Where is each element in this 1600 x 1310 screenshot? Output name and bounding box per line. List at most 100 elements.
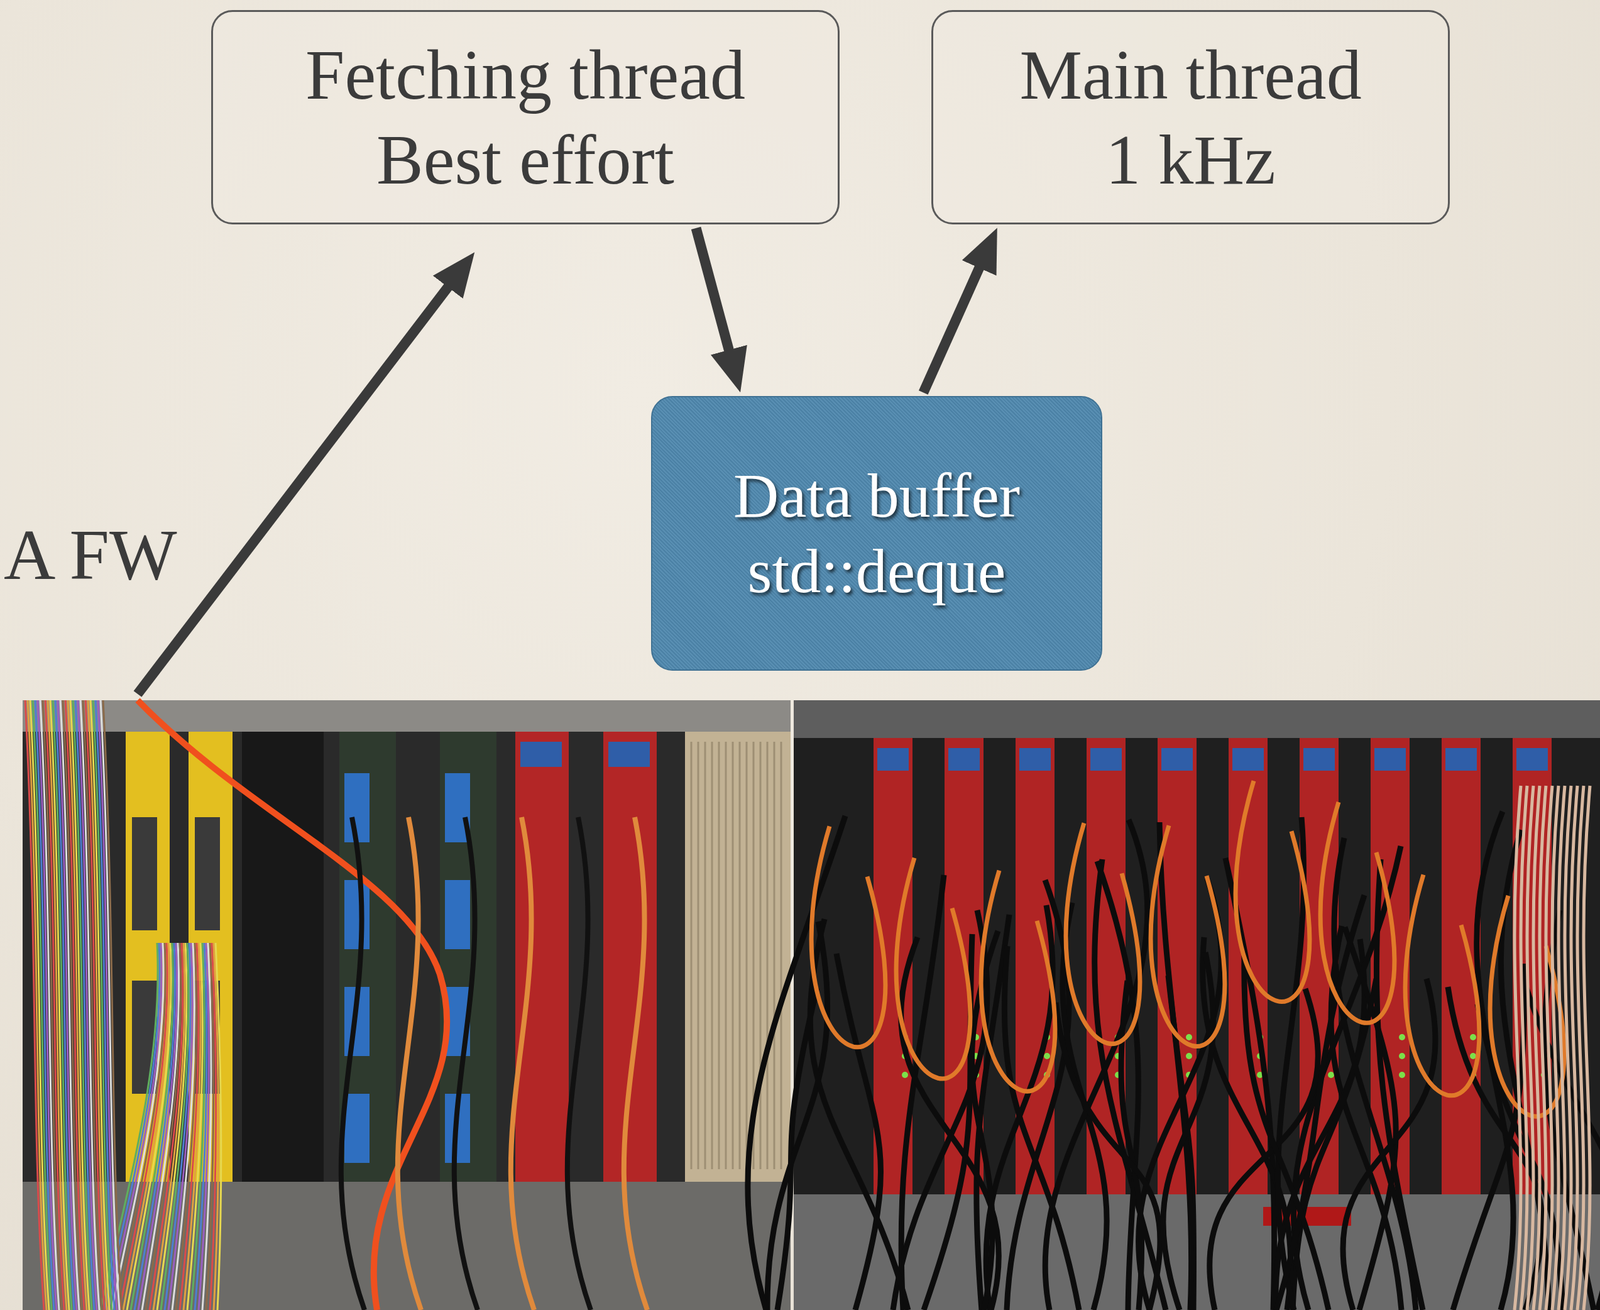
coax-cable bbox=[1334, 837, 1416, 1310]
cable bbox=[510, 816, 535, 1310]
module-badge bbox=[1019, 747, 1051, 771]
photo-left bbox=[22, 700, 791, 1310]
coax-cable bbox=[1376, 859, 1423, 1310]
flow-arrow bbox=[696, 228, 736, 374]
coax-cable bbox=[1244, 955, 1329, 1310]
backplane-slot bbox=[704, 741, 707, 1169]
side-label: A FW bbox=[3, 512, 178, 599]
backplane-slot bbox=[745, 741, 748, 1169]
optical-fiber bbox=[137, 700, 447, 1310]
coax-cable bbox=[1539, 785, 1546, 1310]
thread-box: Fetching threadBest effort bbox=[211, 10, 840, 225]
node-title: Main thread bbox=[1019, 32, 1362, 117]
connector-block bbox=[444, 879, 471, 949]
coax-cable bbox=[1577, 785, 1584, 1310]
module-connector bbox=[194, 816, 220, 931]
module-badge bbox=[1232, 747, 1264, 771]
caen-module bbox=[515, 731, 569, 1182]
coax-cable bbox=[767, 921, 828, 1310]
backplane-slot bbox=[697, 741, 700, 1169]
thread-box: Main thread1 kHz bbox=[931, 10, 1450, 225]
cable bbox=[567, 816, 591, 1310]
module-badge bbox=[1445, 747, 1477, 771]
optical-fiber bbox=[1150, 825, 1225, 1046]
crate-details bbox=[25, 700, 1600, 1310]
status-led bbox=[1327, 1071, 1335, 1078]
module-connector bbox=[131, 816, 158, 931]
coax-cable bbox=[1564, 785, 1572, 1310]
optical-fiber bbox=[1235, 780, 1310, 1002]
node-subtitle: std::deque bbox=[747, 533, 1006, 609]
node-subtitle: Best effort bbox=[376, 117, 675, 202]
status-led bbox=[1043, 1052, 1051, 1059]
optical-fiber bbox=[811, 826, 886, 1047]
backplane-slot bbox=[766, 741, 769, 1169]
optical-fiber bbox=[1065, 822, 1140, 1044]
cable bbox=[341, 816, 365, 1310]
module bbox=[339, 731, 396, 1182]
backplane-slot bbox=[759, 741, 762, 1169]
connector-block bbox=[344, 879, 370, 949]
node-title: Data buffer bbox=[733, 458, 1020, 534]
flow-arrow bbox=[923, 245, 990, 393]
optical-fiber bbox=[980, 870, 1056, 1091]
coax-cable bbox=[1292, 978, 1377, 1310]
status-led bbox=[901, 1071, 909, 1078]
optical-fiber bbox=[1405, 874, 1480, 1096]
coax-cable bbox=[923, 933, 973, 1310]
backplane-slot bbox=[732, 741, 735, 1169]
coax-cable bbox=[1163, 952, 1214, 1310]
backplane-slot bbox=[711, 741, 714, 1169]
crate-rail bbox=[22, 700, 791, 732]
coax-cable bbox=[1545, 785, 1553, 1310]
optical-fiber bbox=[1320, 801, 1395, 1023]
cable bbox=[454, 816, 478, 1310]
coax-cable bbox=[1558, 785, 1565, 1310]
module-badge bbox=[1161, 747, 1193, 771]
readout-arrow bbox=[137, 267, 464, 694]
coax-cable bbox=[1552, 785, 1559, 1310]
coax-cable bbox=[1520, 785, 1528, 1310]
coax-cable bbox=[1209, 988, 1319, 1310]
status-led bbox=[1469, 1033, 1477, 1041]
coax-cable bbox=[810, 918, 909, 1310]
module-badge bbox=[1374, 747, 1406, 771]
module-badge bbox=[1090, 747, 1122, 771]
caen-module bbox=[603, 731, 657, 1182]
module-badge bbox=[1303, 747, 1335, 771]
backplane-slot bbox=[718, 741, 721, 1169]
backplane-slot bbox=[780, 741, 783, 1169]
node-title: Fetching thread bbox=[305, 32, 746, 117]
coax-cable bbox=[1277, 816, 1304, 1310]
module-badge bbox=[877, 747, 909, 771]
coax-cable bbox=[1571, 785, 1578, 1310]
coax-cable bbox=[1276, 894, 1365, 1310]
module-badge bbox=[608, 741, 650, 767]
coax-cable bbox=[1225, 857, 1275, 1310]
backplane-slot bbox=[690, 741, 693, 1169]
status-led bbox=[1398, 1071, 1406, 1078]
coax-cable bbox=[986, 904, 1053, 1310]
module-badge bbox=[948, 747, 980, 771]
photo-right bbox=[793, 700, 1600, 1310]
ribbon-cable bbox=[198, 942, 209, 1310]
coax-cable bbox=[1527, 785, 1534, 1310]
module-badge bbox=[1516, 747, 1548, 771]
node-subtitle: 1 kHz bbox=[1105, 117, 1276, 202]
status-led bbox=[1185, 1033, 1193, 1041]
coax-cable bbox=[836, 953, 881, 1310]
coax-cable bbox=[1583, 785, 1590, 1310]
ribbon-cable bbox=[175, 942, 197, 1310]
module-badge bbox=[520, 741, 562, 767]
status-led bbox=[1398, 1052, 1406, 1059]
coax-cable bbox=[1514, 785, 1521, 1310]
status-led bbox=[1185, 1052, 1193, 1059]
optical-fiber bbox=[896, 857, 971, 1079]
cable bbox=[624, 816, 648, 1310]
connector-block bbox=[344, 1093, 370, 1163]
backplane bbox=[684, 731, 791, 1182]
backplane-slot bbox=[773, 741, 776, 1169]
ribbon-cable bbox=[103, 700, 122, 1310]
